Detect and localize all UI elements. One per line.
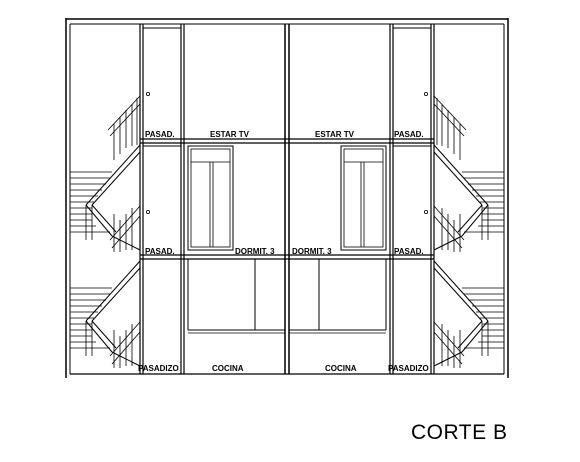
central-wall bbox=[284, 24, 290, 374]
door-left-mid bbox=[142, 145, 182, 256]
label-estar-left: ESTAR TV bbox=[210, 130, 250, 139]
wardrobe-right bbox=[340, 145, 387, 251]
label-estar-right: ESTAR TV bbox=[315, 130, 355, 139]
stair-left bbox=[70, 95, 141, 368]
door-right-mid bbox=[392, 145, 432, 256]
label-pasad-right-mid: PASAD. bbox=[394, 247, 424, 256]
wardrobe-left bbox=[187, 145, 234, 251]
floor-slabs bbox=[140, 138, 434, 260]
label-pasad-left-top: PASAD. bbox=[145, 130, 175, 139]
label-pasad-left-mid: PASAD. bbox=[145, 247, 175, 256]
label-pasadizo-left: PASADIZO bbox=[138, 364, 179, 373]
label-pasad-right-top: PASAD. bbox=[394, 130, 424, 139]
label-pasadizo-right: PASADIZO bbox=[388, 364, 429, 373]
label-cocina-left: COCINA bbox=[212, 364, 244, 373]
stair-right bbox=[433, 95, 505, 369]
label-cocina-right: COCINA bbox=[325, 364, 357, 373]
door-left-top bbox=[142, 27, 182, 140]
kitchen-cabinets-left bbox=[187, 259, 285, 334]
building-outline bbox=[65, 18, 509, 378]
room-labels: PASAD. ESTAR TV ESTAR TV PASAD. PASAD. D… bbox=[138, 130, 429, 373]
door-right-top bbox=[392, 27, 432, 140]
interior-walls bbox=[139, 24, 435, 374]
label-dormit-right: DORMIT. 3 bbox=[292, 247, 332, 256]
kitchen-cabinets-right bbox=[289, 259, 387, 334]
label-dormit-left: DORMIT. 3 bbox=[235, 247, 275, 256]
section-title: CORTE B bbox=[411, 421, 507, 444]
